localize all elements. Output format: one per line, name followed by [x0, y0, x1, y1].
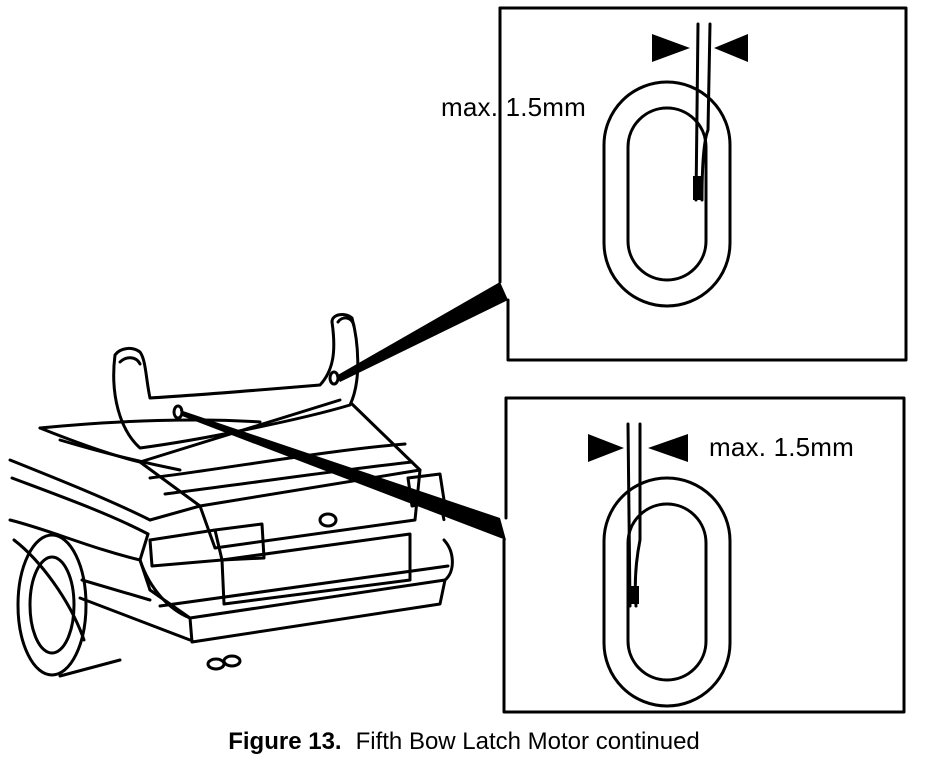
gap-arrows-bottom [588, 434, 688, 604]
detail-frame-top [498, 6, 908, 362]
latch-pin-top [694, 22, 712, 202]
detail-frame-bottom [502, 396, 906, 714]
pin-marker-bottom [630, 586, 639, 604]
figure-title: Fifth Bow Latch Motor continued [355, 728, 700, 755]
arrow-left-bottom [648, 434, 688, 462]
gap-label-top: max. 1.5mm [441, 92, 587, 122]
slot-outer-top [602, 80, 732, 308]
slot-inner-top [626, 106, 708, 282]
slot-inner-bottom [626, 502, 708, 682]
latch-hole-right [328, 370, 340, 386]
figure-number: Figure 13. [228, 728, 342, 755]
arrow-right-bottom [588, 434, 624, 462]
gap-arrows-top [652, 34, 748, 200]
fifth-bow [112, 313, 360, 450]
figure-caption: Figure 13. Fifth Bow Latch Motor continue… [0, 727, 928, 757]
pin-marker-top [693, 176, 702, 200]
callout-wedges [180, 282, 508, 540]
gap-label-bottom: max. 1.5mm [709, 432, 855, 462]
arrow-left-top [714, 34, 748, 62]
arrow-right-top [652, 34, 690, 62]
slot-outer-bottom [602, 476, 732, 708]
car-rear-illustration [8, 398, 454, 678]
